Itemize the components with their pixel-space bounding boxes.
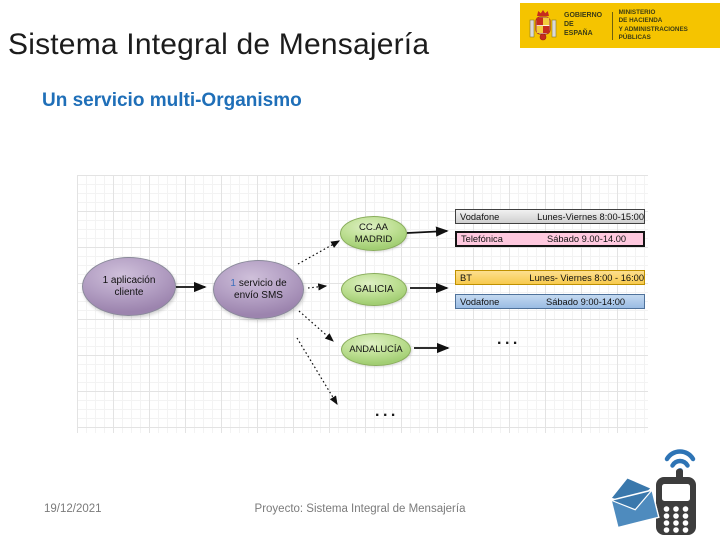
slide-subtitle: Un servicio multi-Organismo: [42, 89, 302, 111]
schedule-bar-vodafone-weekdays: Vodafone Lunes-Viernes 8:00-15:00: [455, 209, 645, 224]
schedule-bar-telefonica-saturday: Telefónica Sábado 9.00-14.00: [455, 231, 645, 247]
node-client-label: 1 aplicación cliente: [102, 274, 156, 298]
node-galicia-label: GALICIA: [354, 283, 394, 295]
arrow-madrid-to-schedule: [406, 226, 449, 237]
schedule-operator: BT: [460, 272, 472, 283]
page-title: Sistema Integral de Mensajería: [8, 28, 430, 62]
sms-phone-envelope-icon: [609, 449, 696, 535]
node-client-app: 1 aplicación cliente: [82, 257, 176, 316]
arrow-service-to-madrid: [297, 240, 341, 265]
logo-divider: [611, 11, 613, 40]
schedule-operator: Vodafone: [460, 296, 500, 307]
node-andalucia-label: ANDALUCÍA: [349, 344, 403, 355]
node-service-label: servicio de envío SMS: [234, 277, 287, 301]
arrow-service-to-andalucia: [298, 310, 334, 342]
logo-ministry-text: MINISTERIO DE HACIENDA Y ADMINISTRACIONE…: [618, 9, 688, 41]
schedule-hours: Lunes- Viernes 8:00 - 16:00: [529, 272, 644, 283]
ellipsis-more-schedules: ...: [497, 331, 521, 348]
schedule-hours: Sábado 9:00-14:00: [546, 296, 626, 307]
schedule-hours: Sábado 9.00-14.00: [547, 234, 627, 244]
footer-date: 19/12/2021: [44, 503, 102, 515]
logo-government-text: GOBIERNO DE ESPAÑA: [564, 12, 603, 37]
node-service-number: 1: [230, 277, 236, 289]
spain-coat-of-arms-icon: [529, 9, 557, 40]
ellipsis-more-regions: ...: [375, 403, 399, 420]
schedule-bar-vodafone-saturday: Vodafone Sábado 9:00-14:00: [455, 294, 645, 309]
diagram-arrows: [176, 226, 450, 406]
schedule-bar-bt-weekdays: BT Lunes- Viernes 8:00 - 16:00: [455, 270, 645, 285]
node-region-galicia: GALICIA: [341, 273, 407, 306]
arrow-service-to-more: [296, 337, 338, 406]
node-madrid-label: CC.AA MADRID: [354, 222, 393, 245]
node-region-andalucia: ANDALUCÍA: [341, 333, 411, 366]
government-logo: GOBIERNO DE ESPAÑA MINISTERIO DE HACIEND…: [520, 3, 720, 48]
footer-project-title: Proyecto: Sistema Integral de Mensajería: [254, 503, 466, 515]
arrow-service-to-galicia: [307, 283, 328, 291]
schedule-operator: Telefónica: [461, 234, 503, 244]
schedule-operator: Vodafone: [460, 211, 500, 222]
schedule-hours: Lunes-Viernes 8:00-15:00: [537, 211, 644, 222]
node-region-madrid: CC.AA MADRID: [340, 216, 407, 251]
